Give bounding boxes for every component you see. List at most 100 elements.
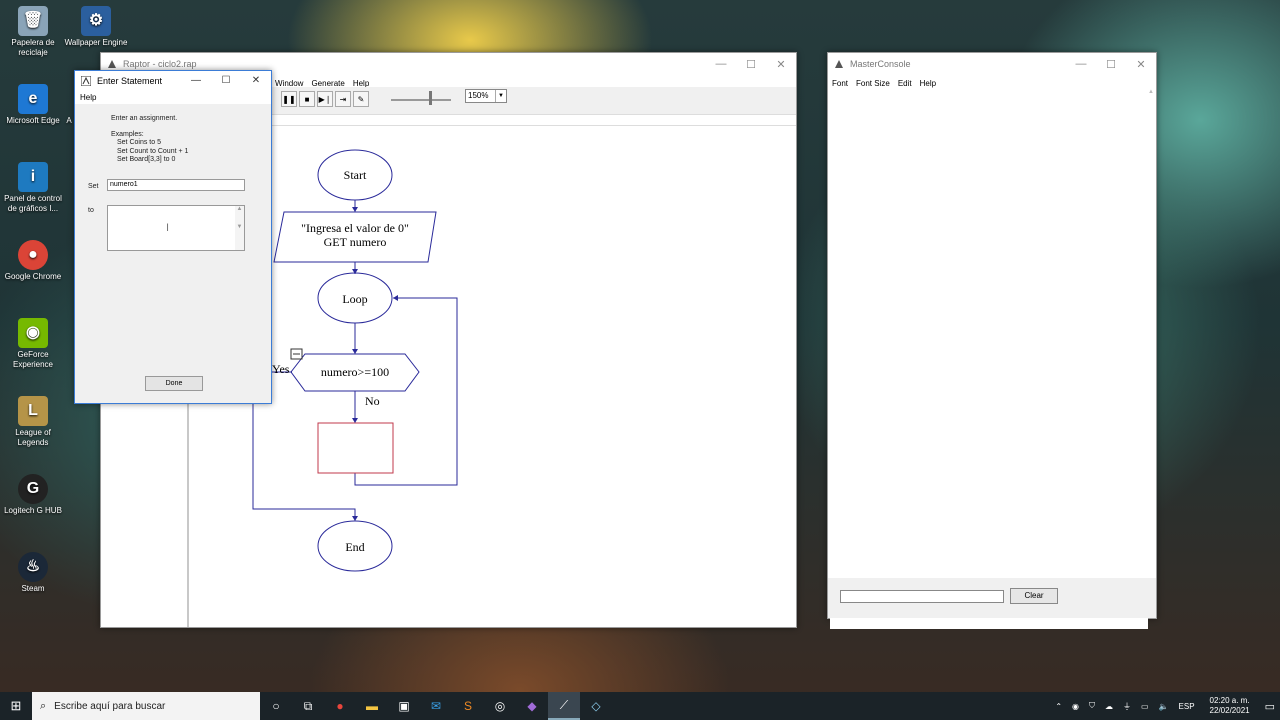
examples-header: Examples: <box>111 131 144 138</box>
desktop-icon-label: Papelera de reciclaje <box>11 38 55 57</box>
desktop-icon-label: Google Chrome <box>4 272 62 281</box>
desktop-icon-label: League of Legends <box>15 428 51 447</box>
set-variable-input[interactable]: numero1 <box>107 179 245 191</box>
mail-icon[interactable]: ✉ <box>430 699 442 713</box>
flowchart-canvas[interactable] <box>191 125 796 627</box>
obs-icon[interactable]: ◎ <box>494 699 506 713</box>
league-icon: L <box>18 396 48 426</box>
console-output[interactable] <box>830 89 1148 629</box>
menu-help[interactable]: Help <box>919 78 937 88</box>
desktop-icon-label: Microsoft Edge <box>6 116 60 125</box>
desktop-icon-wallpaper-engine[interactable]: ⚙ Wallpaper Engine <box>63 6 129 48</box>
clock[interactable]: 02:20 a. m. 22/02/2021 <box>1210 696 1250 716</box>
expression-textarea[interactable]: I ▲▼ <box>107 205 245 251</box>
dialog-titlebar[interactable]: Enter Statement — ☐ ✕ <box>75 71 271 90</box>
console-bottom-bar: Clear <box>828 578 1156 618</box>
visual-studio-icon[interactable]: ◆ <box>527 699 537 713</box>
minimize-button[interactable]: — <box>715 58 727 70</box>
done-button[interactable]: Done <box>145 376 203 391</box>
windows-start-icon[interactable]: ⊞ <box>10 698 22 713</box>
task-view-icon[interactable]: ⧉ <box>303 698 313 713</box>
menu-font[interactable]: Font <box>832 78 849 88</box>
console-menubar: Font Font Size Edit Help <box>828 75 1156 91</box>
console-input[interactable] <box>840 590 1004 603</box>
close-button[interactable]: ✕ <box>1136 58 1146 71</box>
desktop-icon-steam[interactable]: ♨ Steam <box>0 552 66 594</box>
menu-font-size[interactable]: Font Size <box>856 78 890 88</box>
logitech-icon: G <box>18 474 48 504</box>
zoom-value: 150% <box>468 91 489 100</box>
step-button[interactable]: ▶❘ <box>317 91 333 107</box>
tray-shield-icon[interactable]: ⛉ <box>1089 701 1095 710</box>
minimize-button[interactable]: — <box>1075 58 1087 70</box>
desktop-icon-label: Panel de control de gráficos I... <box>4 194 62 213</box>
textarea-scrollbar[interactable]: ▲▼ <box>235 206 244 250</box>
steam-icon: ♨ <box>18 552 48 582</box>
taskbar: ⊞ ⌕ Escribe aquí para buscar ○ ⧉ ● ▬ ▣ ✉… <box>0 692 1280 720</box>
enter-statement-dialog: Enter Statement — ☐ ✕ Help Enter an assi… <box>74 70 272 404</box>
pen-icon[interactable]: ✎ <box>353 91 369 107</box>
taskbar-search[interactable]: ⌕ Escribe aquí para buscar <box>32 692 260 720</box>
maximize-button[interactable]: ☐ <box>1106 58 1116 71</box>
maximize-button[interactable]: ☐ <box>221 75 231 86</box>
chrome-icon[interactable]: ● <box>336 699 344 713</box>
desktop-icon-chrome[interactable]: ● Google Chrome <box>0 240 66 282</box>
speed-slider[interactable] <box>391 99 451 101</box>
menu-help[interactable]: Help <box>352 78 370 88</box>
desktop-icon-label: Logitech G HUB <box>4 506 62 515</box>
sublime-icon[interactable]: S <box>463 699 472 713</box>
close-button[interactable]: ✕ <box>776 58 786 71</box>
desktop-icon-league[interactable]: L League of Legends <box>0 396 66 448</box>
chevron-up-icon[interactable]: ⌃ <box>1055 701 1063 711</box>
console-title: MasterConsole <box>850 59 911 69</box>
desktop-icon-geforce[interactable]: ◉ GeForce Experience <box>0 318 66 370</box>
cloud-icon[interactable]: ☁ <box>1105 701 1113 711</box>
desktop-icon-logitech[interactable]: G Logitech G HUB <box>0 474 66 516</box>
master-console-window: MasterConsole — ☐ ✕ Font Font Size Edit … <box>827 52 1157 629</box>
close-button[interactable]: ✕ <box>251 75 261 86</box>
desktop-icon-partial: A <box>62 116 76 126</box>
speed-slider-thumb[interactable] <box>429 91 432 105</box>
set-label: Set <box>88 183 99 190</box>
desktop-icon-label: Wallpaper Engine <box>64 38 128 47</box>
maximize-button[interactable]: ☐ <box>746 58 756 71</box>
desktop-icon-recycle-bin[interactable]: 🗑 Papelera de reciclaje <box>0 6 66 58</box>
console-scrollbar[interactable]: ▲ <box>1148 89 1154 95</box>
raptor-app-icon <box>834 59 844 69</box>
file-explorer-icon[interactable]: ▬ <box>366 699 378 713</box>
pause-button[interactable]: ❚❚ <box>281 91 297 107</box>
volume-icon[interactable]: 🔈 <box>1158 701 1169 711</box>
dialog-title: Enter Statement <box>97 75 163 86</box>
usb-icon[interactable]: ⏚ <box>1123 701 1131 711</box>
notification-icon[interactable]: ▭ <box>1264 700 1275 713</box>
menu-window[interactable]: Window <box>275 78 304 88</box>
desktop-icon-label: Steam <box>21 584 45 593</box>
cortana-icon[interactable]: ○ <box>272 699 280 713</box>
menu-edit[interactable]: Edit <box>897 78 912 88</box>
menu-generate[interactable]: Generate <box>311 78 345 88</box>
edge-icon: e <box>18 84 48 114</box>
example-3: Set Board[3,3] to 0 <box>117 156 176 163</box>
raptor-taskbar-icon[interactable]: ⟋ <box>548 692 580 720</box>
dialog-menubar: Help <box>75 90 271 104</box>
desktop-icon-edge[interactable]: e Microsoft Edge <box>0 84 66 126</box>
raptor-titlebar[interactable]: Raptor - ciclo2.rap — ☐ ✕ <box>101 53 796 75</box>
to-label: to <box>88 207 94 214</box>
notes-icon[interactable]: ◇ <box>591 699 601 713</box>
desktop-icon-intel-graphics[interactable]: i Panel de control de gráficos I... <box>0 162 66 214</box>
stop-button[interactable]: ■ <box>299 91 315 107</box>
network-icon[interactable]: ▭ <box>1141 701 1149 711</box>
language-indicator[interactable]: ESP <box>1178 701 1195 711</box>
example-1: Set Coins to 5 <box>117 139 161 146</box>
raptor-app-icon <box>107 59 117 69</box>
console-titlebar[interactable]: MasterConsole — ☐ ✕ <box>828 53 1156 75</box>
store-icon[interactable]: ▣ <box>398 699 410 713</box>
menu-help[interactable]: Help <box>80 92 97 102</box>
tray-app-icon[interactable]: ◉ <box>1072 701 1079 711</box>
zoom-select[interactable]: 150% ▼ <box>465 89 507 103</box>
step-into-icon[interactable]: ⇥ <box>335 91 351 107</box>
clear-button[interactable]: Clear <box>1010 588 1058 604</box>
minimize-button[interactable]: — <box>191 75 201 86</box>
raptor-app-icon <box>80 75 92 86</box>
recycle-bin-icon: 🗑 <box>18 6 48 36</box>
